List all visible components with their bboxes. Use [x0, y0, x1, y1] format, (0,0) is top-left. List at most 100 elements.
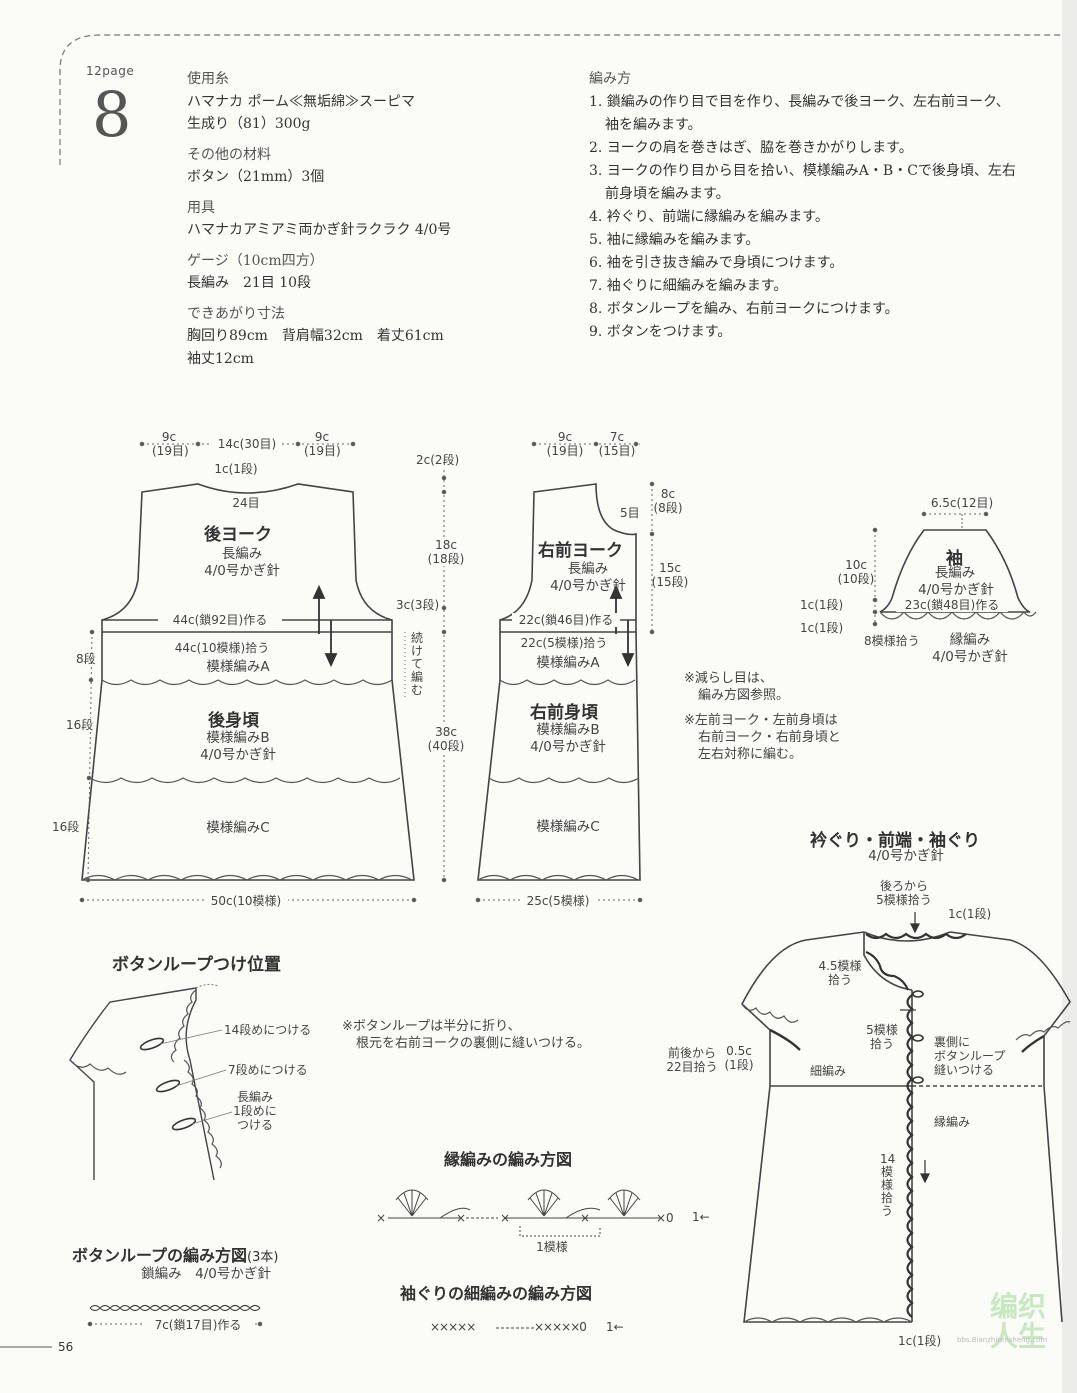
loop-position-title: ボタンループつけ位置 — [112, 955, 281, 975]
front-edge-scallop — [906, 994, 914, 1318]
back-dim-top-left: 9c(19目) — [152, 430, 189, 458]
assembly-pick-5: 5模様拾う — [866, 1023, 898, 1051]
instruction-step: 7. 袖ぐりに細編みを編みます。 — [589, 278, 788, 294]
front-pickup: 22c(5模様)拾う — [520, 636, 608, 650]
other-materials-value: ボタン（21mm）3個 — [187, 169, 325, 185]
finished-size-value-2: 袖丈12cm — [187, 350, 254, 367]
front-yoke-title: 右前ヨーク — [538, 541, 623, 561]
front-chain-start: 22c(鎖46目)作る — [512, 613, 620, 627]
loop-position-outline — [69, 987, 215, 1181]
front-scallop-b — [488, 777, 640, 784]
finished-size-heading: できあがり寸法 — [187, 305, 285, 322]
instruction-step: 9. ボタンをつけます。 — [589, 324, 732, 340]
mid-dim-4: 38c(40段) — [426, 725, 466, 753]
instruction-step: 8. ボタンループを編み、右前ヨークにつけます。 — [589, 301, 899, 317]
tools-value: ハマナカアミアミ両かぎ針ラクラク 4/0号 — [187, 222, 452, 238]
assembly-outline — [741, 931, 1071, 1323]
edging-arrow: 1← — [692, 1210, 710, 1224]
gauge-value: 長編み 21目 10段 — [187, 275, 312, 291]
pattern-number: 8 — [92, 78, 132, 151]
sleeve-rows-2: 1c(1段) — [800, 621, 844, 635]
edging-x-4: × — [580, 1211, 591, 1225]
front-bottom-width: 25c(5模様) — [520, 894, 596, 908]
edging-end: ×0 — [656, 1211, 674, 1225]
instruction-step: 前身頃を編みます。 — [605, 186, 730, 202]
front-dim-right-1: 8c(8段) — [653, 487, 683, 515]
other-materials-heading: その他の材料 — [187, 146, 271, 163]
back-dim-top-right: 9c(19目) — [304, 430, 341, 458]
back-pattern-a: 模様編みA — [206, 659, 270, 675]
finished-size-value-1: 胸回り89cm 背肩幅32cm 着丈61cm — [187, 328, 444, 344]
assembly-pick-14: 14模様拾う — [880, 1152, 896, 1218]
sleeve-pickup: 8模様拾う — [864, 634, 920, 648]
continue-knitting-label: 続けて編む — [410, 631, 423, 697]
loop-chart-length: 7c(鎖17目)作る — [144, 1318, 252, 1332]
note-decrease: ※減らし目は、編み方図参照。 — [684, 671, 790, 703]
page-number: 56 — [58, 1340, 74, 1354]
back-yoke-title: 後ヨーク — [204, 525, 272, 545]
front-neck-stitches: 5目 — [620, 506, 640, 520]
assembly-inside-loop: 裏側にボタンループ縫いつける — [934, 1035, 1006, 1077]
back-rows-16b: 16段 — [52, 820, 80, 834]
sleeve-height: 10c(10段) — [837, 558, 875, 586]
loop-chart-sub: 鎖編み 4/0号かぎ針 — [141, 1266, 271, 1282]
back-body-title: 後身頃 — [208, 711, 259, 731]
sleeve-hook: 4/0号かぎ針 — [918, 582, 994, 598]
sleeve-top-width: 6.5c(12目) — [930, 496, 994, 510]
front-yoke-stitch: 長編み — [567, 561, 609, 577]
sleeve-rows-1: 1c(1段) — [800, 598, 844, 612]
watermark-logo: 编织人生 — [990, 1290, 1047, 1353]
front-body-title: 右前身頃 — [530, 703, 598, 723]
yarn-name: ハマナカ ポーム≪無垢綿≫スーピマ — [187, 93, 416, 110]
instruction-step: 3. ヨークの作り目から目を拾い、模様編みA・B・Cで後身頃、左右 — [589, 163, 1016, 179]
back-neck-rows: 1c(1段) — [214, 462, 258, 476]
loop-row-14: 14段めにつける — [224, 1023, 312, 1037]
instruction-step: 2. ヨークの肩を巻きはぎ、脇を巻きかがりします。 — [589, 140, 913, 156]
assembly-hook: 4/0号かぎ針 — [868, 848, 944, 864]
back-body-hook: 4/0号かぎ針 — [200, 747, 276, 763]
back-scallop-b — [89, 777, 401, 784]
front-body-hook: 4/0号かぎ針 — [530, 739, 606, 755]
back-yoke-stitch: 長編み — [221, 546, 263, 562]
instructions-heading: 編み方 — [589, 71, 631, 87]
instruction-step: 5. 袖に縁編みを編みます。 — [589, 232, 760, 248]
back-scallop-c — [81, 874, 413, 881]
back-rows-16a: 16段 — [66, 718, 94, 732]
assembly-pick-45: 4.5模様拾う — [818, 959, 862, 987]
mid-dim-2: 18c(18段) — [426, 538, 466, 566]
sleeve-outline — [879, 529, 1031, 613]
back-pattern-c: 模様編みC — [206, 820, 270, 836]
assembly-bottom-row: 1c(1段) — [898, 1334, 942, 1348]
mid-dim-1: 2c(2段) — [416, 453, 460, 467]
assembly-one-row: 1c(1段) — [948, 907, 992, 921]
instruction-step: 4. 衿ぐり、前端に縁編みを編みます。 — [589, 209, 829, 225]
back-bottom-width: 50c(10模様) — [204, 894, 288, 908]
front-dim-top-right: 7c(15目) — [598, 430, 636, 458]
edging-x-2: × — [456, 1211, 467, 1225]
gauge-heading: ゲージ（10cm四方） — [187, 252, 324, 269]
watermark-url: bbs.Bianzhirensheng.com — [957, 1336, 1048, 1344]
edging-x-1: × — [376, 1211, 387, 1225]
armhole-chart-arrow: 1← — [606, 1320, 624, 1334]
front-pattern-b: 模様編みB — [536, 722, 600, 738]
armhole-chart-left: ××××× — [430, 1320, 476, 1334]
materials-block: 使用糸 ハマナカ ポーム≪無垢綿≫スーピマ 生成り（81）300g その他の材料… — [187, 68, 567, 370]
edging-x-3: × — [500, 1211, 511, 1225]
sleeve-title: 袖 — [946, 549, 963, 569]
sleeve-edge-name: 縁編み — [949, 632, 991, 648]
page-reference: 12page — [86, 64, 135, 78]
loop-row-7: 7段めにつける — [228, 1063, 308, 1077]
mid-dim-3: 3c(3段) — [396, 598, 440, 612]
front-dim-top-left: 9c(19目) — [546, 430, 584, 458]
back-pickup: 44c(10模様)拾う — [174, 641, 270, 655]
front-yoke-hook: 4/0号かぎ針 — [550, 578, 626, 594]
yarn-heading: 使用糸 — [187, 71, 229, 87]
back-neck-stitches: 24目 — [232, 496, 260, 510]
back-yoke-hook: 4/0号かぎ針 — [204, 563, 280, 579]
edging-chart-title: 縁編みの編み方図 — [444, 1150, 573, 1169]
assembly-edge: 縁編み — [934, 1115, 971, 1129]
